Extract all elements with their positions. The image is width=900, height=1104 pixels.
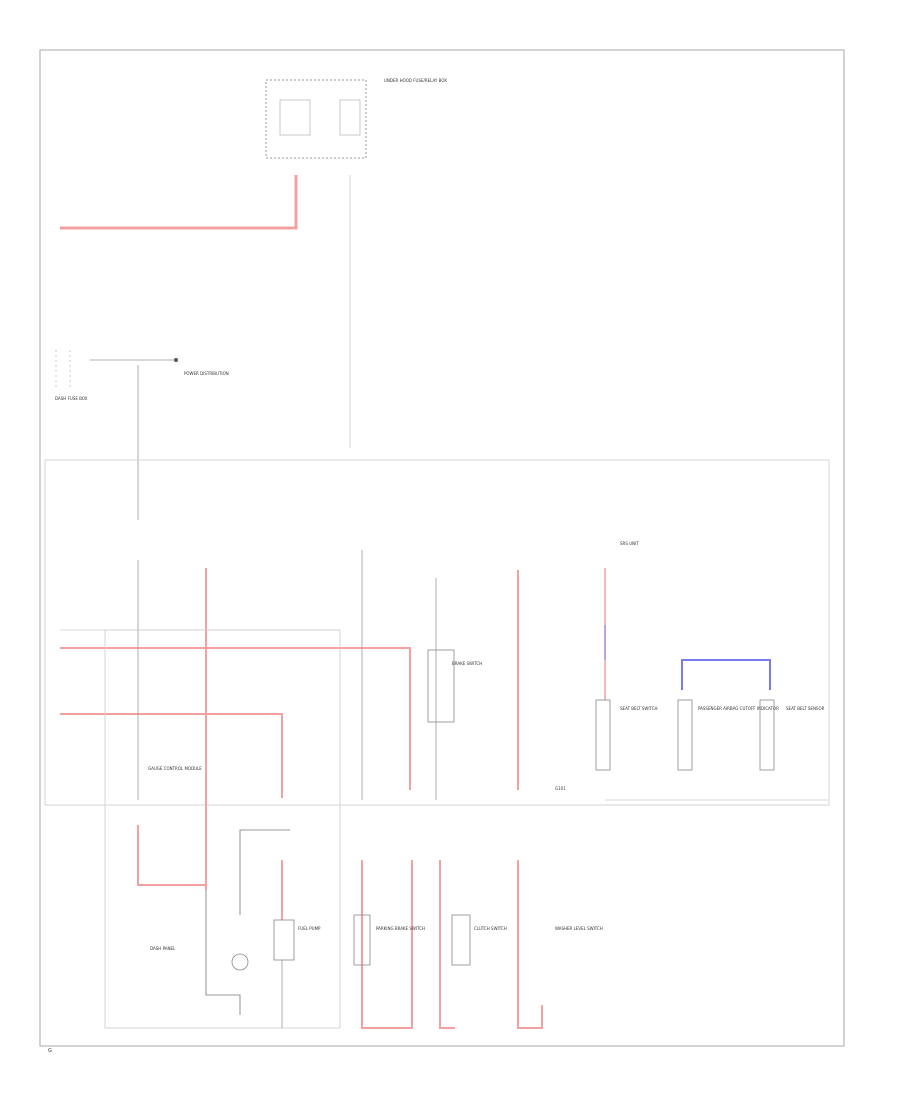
power-wire-lower-4	[439, 860, 455, 1029]
parking-switch-box	[353, 914, 371, 966]
ground-label: G101	[555, 786, 566, 791]
seatbelt-sensor-label: SEAT BELT SENSOR	[786, 706, 825, 711]
power-wire-lower-1	[137, 825, 206, 886]
gauge-sub-label: DASH PANEL	[150, 946, 176, 951]
signal-wire-lower-1	[205, 890, 241, 1015]
top-box-label: UNDER HOOD FUSE/RELAY BOX	[384, 78, 447, 83]
fuse-box-inner	[279, 99, 311, 136]
seat-belt-module	[595, 699, 611, 771]
passenger-module	[677, 699, 693, 771]
clutch-label: CLUTCH SWITCH	[474, 926, 507, 931]
dash-box-label: DASH FUSE BOX	[55, 396, 88, 401]
airbag-label: SRS UNIT	[620, 541, 639, 546]
seat-belt-label: SEAT BELT SWITCH	[620, 706, 658, 711]
lower-enclosure	[104, 629, 341, 1029]
gauge-control-label: GAUGE CONTROL MODULE	[148, 766, 202, 771]
fuel-pump-label: FUEL PUMP	[298, 926, 321, 931]
parking-label: PARKING BRAKE SWITCH	[376, 926, 425, 931]
gauge-indicator	[231, 953, 249, 971]
signal-wire-lower-2	[239, 829, 290, 915]
power-wire-lower-3	[361, 860, 413, 1029]
fuse-box-inner-2	[339, 99, 361, 136]
top-fuse-box-outline	[265, 79, 367, 159]
washer-label: WASHER LEVEL SWITCH	[555, 926, 603, 931]
footer-label: G	[48, 1048, 52, 1054]
power-wire-1	[60, 647, 411, 790]
power-wire-2	[60, 713, 283, 798]
brake-switch-label: BRAKE SWITCH	[452, 661, 482, 666]
passenger-label: PASSENGER AIRBAG CUTOFF INDICATOR	[698, 706, 779, 711]
brake-switch-box	[427, 649, 455, 723]
power-wire-lower-5	[517, 860, 543, 1029]
power-wire-top	[60, 175, 298, 230]
dash-fuse-block: DASH FUSE BOX POWER DISTRIBUTION	[55, 350, 229, 401]
outer-frame	[39, 49, 845, 1047]
top-fuse-box: UNDER HOOD FUSE/RELAY BOX	[265, 78, 447, 159]
fuel-pump-box	[273, 919, 295, 961]
sensor-module	[759, 699, 775, 771]
module-enclosure	[44, 459, 830, 806]
junction-dot	[174, 358, 178, 362]
connector-note: POWER DISTRIBUTION	[184, 371, 229, 376]
blue-wire	[681, 659, 771, 690]
clutch-switch-box	[451, 914, 471, 966]
